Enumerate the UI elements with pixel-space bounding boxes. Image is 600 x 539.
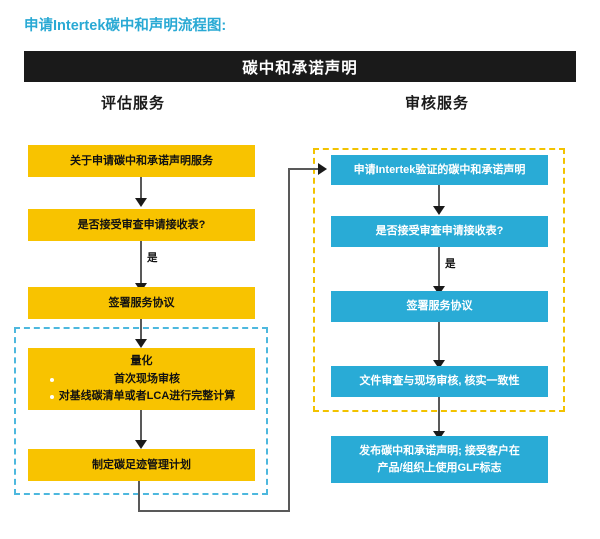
page-title: 申请Intertek碳中和声明流程图: bbox=[24, 18, 227, 34]
connector-r3-r4 bbox=[438, 322, 440, 364]
arrow-l4-l5 bbox=[135, 440, 147, 449]
banner-title: 碳中和承诺声明 bbox=[24, 51, 576, 82]
arrow-cross-to-r1 bbox=[318, 163, 327, 175]
connector-r4-r5 bbox=[438, 397, 440, 435]
node-quantification[interactable]: 量化 首次现场审核 对基线碳清单或者LCA进行完整计算 bbox=[28, 348, 255, 410]
node-document-and-onsite-review[interactable]: 文件审查与现场审核, 核实一致性 bbox=[331, 366, 548, 397]
connector-r1-r2 bbox=[438, 185, 440, 210]
node-carbon-footprint-plan[interactable]: 制定碳足迹管理计划 bbox=[28, 449, 255, 481]
connector-l1-l2 bbox=[140, 177, 142, 202]
arrow-r3-r4 bbox=[433, 360, 445, 369]
connector-l2-l3 bbox=[140, 241, 142, 287]
arrow-r4-r5 bbox=[433, 431, 445, 440]
node-publish-declaration-glf-mark[interactable]: 发布碳中和承诺声明; 接受客户在 产品/组织上使用GLF标志 bbox=[331, 436, 548, 483]
node-apply-intertek-verification[interactable]: 申请Intertek验证的碳中和承诺声明 bbox=[331, 155, 548, 185]
node-quantification-bullets: 首次现场审核 对基线碳清单或者LCA进行完整计算 bbox=[48, 371, 236, 405]
arrow-r1-r2 bbox=[433, 206, 445, 215]
node-accept-application-form-right[interactable]: 是否接受审查申请接收表? bbox=[331, 216, 548, 247]
connector-cross-right bbox=[138, 510, 290, 512]
node-quantification-title: 量化 bbox=[130, 354, 153, 367]
bullet-first-onsite-audit: 首次现场审核 bbox=[48, 371, 236, 388]
edge-label-yes-left: 是 bbox=[147, 252, 158, 264]
connector-l3-l4 bbox=[140, 319, 142, 343]
connector-cross-down bbox=[138, 481, 140, 512]
node-sign-service-agreement-right[interactable]: 签署服务协议 bbox=[331, 291, 548, 322]
arrow-l3-l4 bbox=[135, 339, 147, 348]
connector-r2-r3 bbox=[438, 247, 440, 290]
column-header-audit: 审核服务 bbox=[404, 95, 469, 112]
connector-cross-into-node bbox=[288, 168, 321, 170]
connector-cross-up bbox=[288, 168, 290, 512]
arrow-l1-l2 bbox=[135, 198, 147, 207]
bullet-baseline-calculation: 对基线碳清单或者LCA进行完整计算 bbox=[48, 388, 235, 405]
node-sign-service-agreement-left[interactable]: 签署服务协议 bbox=[28, 287, 255, 319]
connector-l4-l5 bbox=[140, 410, 142, 444]
node-apply-carbon-neutral-service[interactable]: 关于申请碳中和承诺声明服务 bbox=[28, 145, 255, 177]
node-publish-line-1: 发布碳中和承诺声明; 接受客户在 bbox=[359, 445, 520, 457]
edge-label-yes-right: 是 bbox=[445, 258, 456, 270]
node-publish-line-2: 产品/组织上使用GLF标志 bbox=[377, 461, 502, 474]
arrow-r2-r3 bbox=[433, 286, 445, 295]
node-accept-application-form-left[interactable]: 是否接受审查申请接收表? bbox=[28, 209, 255, 241]
column-header-assessment: 评估服务 bbox=[100, 95, 165, 112]
